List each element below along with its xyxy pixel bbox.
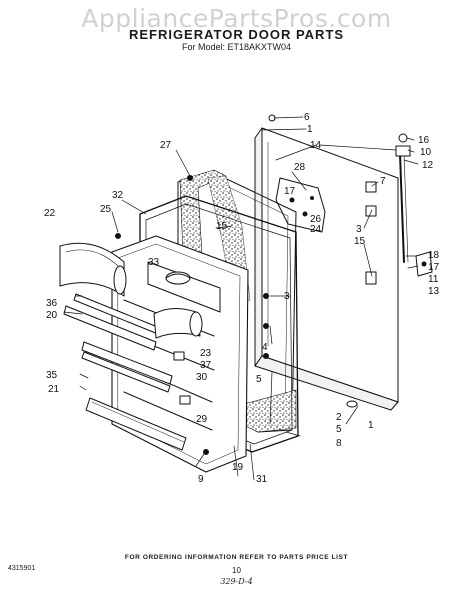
callout-13: 13 [428,286,440,297]
dairy-compartment [165,271,191,285]
callout-2: 2 [336,412,342,423]
callout-30: 30 [196,372,208,383]
callout-31: 31 [256,474,268,485]
callout-8: 8 [336,438,342,449]
callout-17-lower: 17 [428,262,440,273]
screw-25 [115,233,121,239]
butter-compartment-door [59,242,127,297]
callout-5-bottom: 5 [336,424,342,435]
callout-20: 20 [46,310,58,321]
callout-23: 23 [200,348,212,359]
leader-lines [63,116,419,481]
callout-15-left: 15 [216,221,228,232]
callout-5: 5 [256,374,262,385]
callout-4: 4 [262,342,268,353]
callout-9: 9 [198,474,204,485]
callout-15-right: 15 [354,236,366,247]
callout-33: 33 [148,257,160,268]
door-shelf-bar-lower [85,397,187,451]
callout-16: 16 [418,135,430,146]
callout-3-upper: 3 [356,224,362,235]
callout-18: 18 [428,250,440,261]
callout-21: 21 [48,384,60,395]
callout-14: 14 [310,140,322,151]
page-number: 10 [232,566,241,575]
callout-29: 29 [196,414,208,425]
door-bin [153,308,203,339]
model-number: For Model: ET18AKXTW04 [181,42,292,52]
screw-bottom-right [346,400,358,408]
callout-6: 6 [304,112,310,123]
callout-35: 35 [46,370,58,381]
screws-center [263,293,269,359]
callout-3-lower: 3 [284,291,290,302]
door-shelf-bar-middle [81,341,173,393]
callout-7: 7 [380,176,386,187]
nameplate [275,177,326,233]
door-stop-upper [365,181,377,193]
callout-32: 32 [112,190,124,201]
hinge-rod [399,153,409,263]
callout-27: 27 [160,140,172,151]
door-stop-lower [365,271,377,285]
shelf-bracket-upper [173,351,185,361]
callout-11: 11 [428,274,439,285]
center-hinge [415,251,433,277]
callout-17-upper: 17 [284,186,296,197]
callout-labels: 6 1 14 16 10 12 27 28 7 17 26 24 32 25 2… [44,112,440,485]
outer-door-panel [254,127,399,411]
door-stop-middle [365,205,377,217]
screw-bottom-left [203,449,209,455]
ordering-note: FOR ORDERING INFORMATION REFER TO PARTS … [124,554,349,561]
callout-1-top: 1 [307,124,313,135]
callout-36: 36 [46,298,58,309]
callout-26: 26 [310,214,322,225]
callout-24: 24 [310,224,322,235]
callout-25: 25 [100,204,112,215]
page-title: REFRIGERATOR DOOR PARTS [128,27,345,42]
callout-12: 12 [422,160,434,171]
callout-19: 19 [232,462,244,473]
document-number: 4315901 [8,565,36,572]
callout-28: 28 [294,162,306,173]
top-hinge [395,133,411,157]
callout-22: 22 [44,208,56,219]
shelf-bracket-lower [179,395,191,405]
callout-1-bottom: 1 [368,420,374,431]
callout-37: 37 [200,360,212,371]
callout-10: 10 [420,147,432,158]
handwritten-annotation: 329-D-4 [220,577,253,586]
